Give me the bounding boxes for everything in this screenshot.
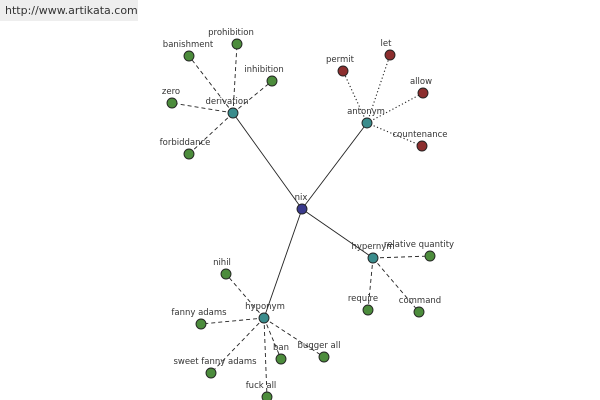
source-url-link[interactable]: http://www.artikata.com — [5, 4, 138, 17]
node-label-zero: zero — [162, 87, 180, 97]
node-command[interactable]: command — [399, 296, 441, 318]
edge-hyponym-bugger-all — [263, 317, 325, 358]
node-label-require: require — [348, 294, 378, 304]
edge-hyponym-ban — [263, 317, 282, 360]
edge-hyponym-fuck-all — [263, 317, 268, 398]
edge-hypernym-require — [367, 257, 374, 311]
edge-hyponym-fanny-adams — [200, 317, 265, 325]
edge-hypernym-relative-quantity — [372, 255, 431, 259]
node-circle-forbiddance[interactable] — [183, 148, 195, 160]
node-circle-hypernym[interactable] — [367, 252, 379, 264]
node-forbiddance[interactable]: forbiddance — [160, 138, 211, 160]
node-inhibition[interactable]: inhibition — [244, 65, 284, 87]
node-countenance[interactable]: countenance — [392, 130, 448, 152]
edge-antonym-let — [366, 54, 391, 124]
node-derivation[interactable]: derivation — [205, 97, 249, 119]
node-circle-sweet-fanny-adams[interactable] — [205, 367, 217, 379]
node-label-let: let — [381, 39, 393, 49]
edge-antonym-permit — [342, 70, 368, 124]
edge-derivation-inhibition — [232, 80, 273, 114]
node-require[interactable]: require — [348, 294, 378, 316]
node-label-countenance: countenance — [392, 130, 447, 140]
edge-nix-derivation — [232, 112, 303, 210]
node-relative-quantity[interactable]: relative quantity — [384, 240, 454, 262]
edge-derivation-zero — [171, 102, 234, 114]
node-circle-antonym[interactable] — [361, 117, 373, 129]
node-label-bugger-all: bugger all — [298, 341, 341, 351]
node-circle-prohibition[interactable] — [231, 38, 243, 50]
node-label-nihil: nihil — [213, 258, 231, 268]
node-label-relative-quantity: relative quantity — [384, 240, 454, 250]
source-url-bar: http://www.artikata.com — [0, 0, 138, 21]
node-circle-let[interactable] — [384, 49, 396, 61]
node-label-command: command — [399, 296, 441, 306]
node-circle-nix[interactable] — [296, 203, 308, 215]
node-label-hypernym: hypernym — [351, 242, 394, 252]
edge-hyponym-nihil — [225, 273, 265, 319]
node-label-allow: allow — [410, 77, 432, 87]
node-label-hyponym: hyponym — [245, 302, 285, 312]
node-bugger-all[interactable]: bugger all — [298, 341, 341, 363]
node-label-nix: nix — [295, 193, 308, 203]
node-let[interactable]: let — [381, 39, 396, 61]
node-allow[interactable]: allow — [410, 77, 432, 99]
node-label-fanny-adams: fanny adams — [171, 308, 227, 318]
node-circle-bugger-all[interactable] — [318, 351, 330, 363]
node-label-antonym: antonym — [347, 107, 385, 117]
node-nihil[interactable]: nihil — [213, 258, 232, 280]
node-circle-hyponym[interactable] — [258, 312, 270, 324]
graph-nodes: nix derivation banishment prohibition inhibi… — [160, 28, 454, 400]
node-antonym[interactable]: antonym — [347, 107, 385, 129]
edge-nix-antonym — [301, 122, 368, 210]
node-label-ban: ban — [273, 343, 289, 353]
edge-nix-hypernym — [301, 208, 374, 259]
edge-derivation-forbiddance — [188, 112, 234, 155]
node-fanny-adams[interactable]: fanny adams — [171, 308, 227, 330]
node-label-prohibition: prohibition — [208, 28, 254, 38]
node-fuck-all[interactable]: fuck all — [246, 381, 277, 400]
node-prohibition[interactable]: prohibition — [208, 28, 254, 50]
node-label-forbiddance: forbiddance — [160, 138, 211, 148]
node-circle-allow[interactable] — [417, 87, 429, 99]
node-circle-banishment[interactable] — [183, 50, 195, 62]
node-label-sweet-fanny-adams: sweet fanny adams — [173, 357, 257, 367]
node-hypernym[interactable]: hypernym — [351, 242, 395, 264]
node-permit[interactable]: permit — [326, 55, 355, 77]
node-circle-inhibition[interactable] — [266, 75, 278, 87]
node-circle-zero[interactable] — [166, 97, 178, 109]
node-circle-require[interactable] — [362, 304, 374, 316]
node-label-derivation: derivation — [205, 97, 248, 107]
node-hyponym[interactable]: hyponym — [245, 302, 285, 324]
edge-nix-hyponym — [263, 208, 303, 319]
node-zero[interactable]: zero — [162, 87, 180, 109]
node-circle-fuck-all[interactable] — [261, 391, 273, 400]
node-nix[interactable]: nix — [295, 193, 308, 215]
edge-hypernym-command — [372, 257, 420, 313]
node-label-permit: permit — [326, 55, 355, 65]
node-ban[interactable]: ban — [273, 343, 289, 365]
node-circle-ban[interactable] — [275, 353, 287, 365]
edge-hyponym-sweet-fanny-adams — [210, 317, 265, 374]
node-label-fuck-all: fuck all — [246, 381, 277, 391]
node-label-inhibition: inhibition — [244, 65, 284, 75]
node-circle-nihil[interactable] — [220, 268, 232, 280]
graph-edges — [171, 43, 431, 398]
node-circle-derivation[interactable] — [227, 107, 239, 119]
node-circle-fanny-adams[interactable] — [195, 318, 207, 330]
edge-antonym-countenance — [366, 122, 423, 147]
edge-derivation-banishment — [188, 55, 234, 114]
node-sweet-fanny-adams[interactable]: sweet fanny adams — [173, 357, 257, 379]
node-circle-command[interactable] — [413, 306, 425, 318]
node-circle-permit[interactable] — [337, 65, 349, 77]
node-circle-countenance[interactable] — [416, 140, 428, 152]
node-circle-relative-quantity[interactable] — [424, 250, 436, 262]
node-label-banishment: banishment — [163, 40, 214, 50]
node-banishment[interactable]: banishment — [163, 40, 214, 62]
edge-derivation-prohibition — [232, 43, 238, 114]
